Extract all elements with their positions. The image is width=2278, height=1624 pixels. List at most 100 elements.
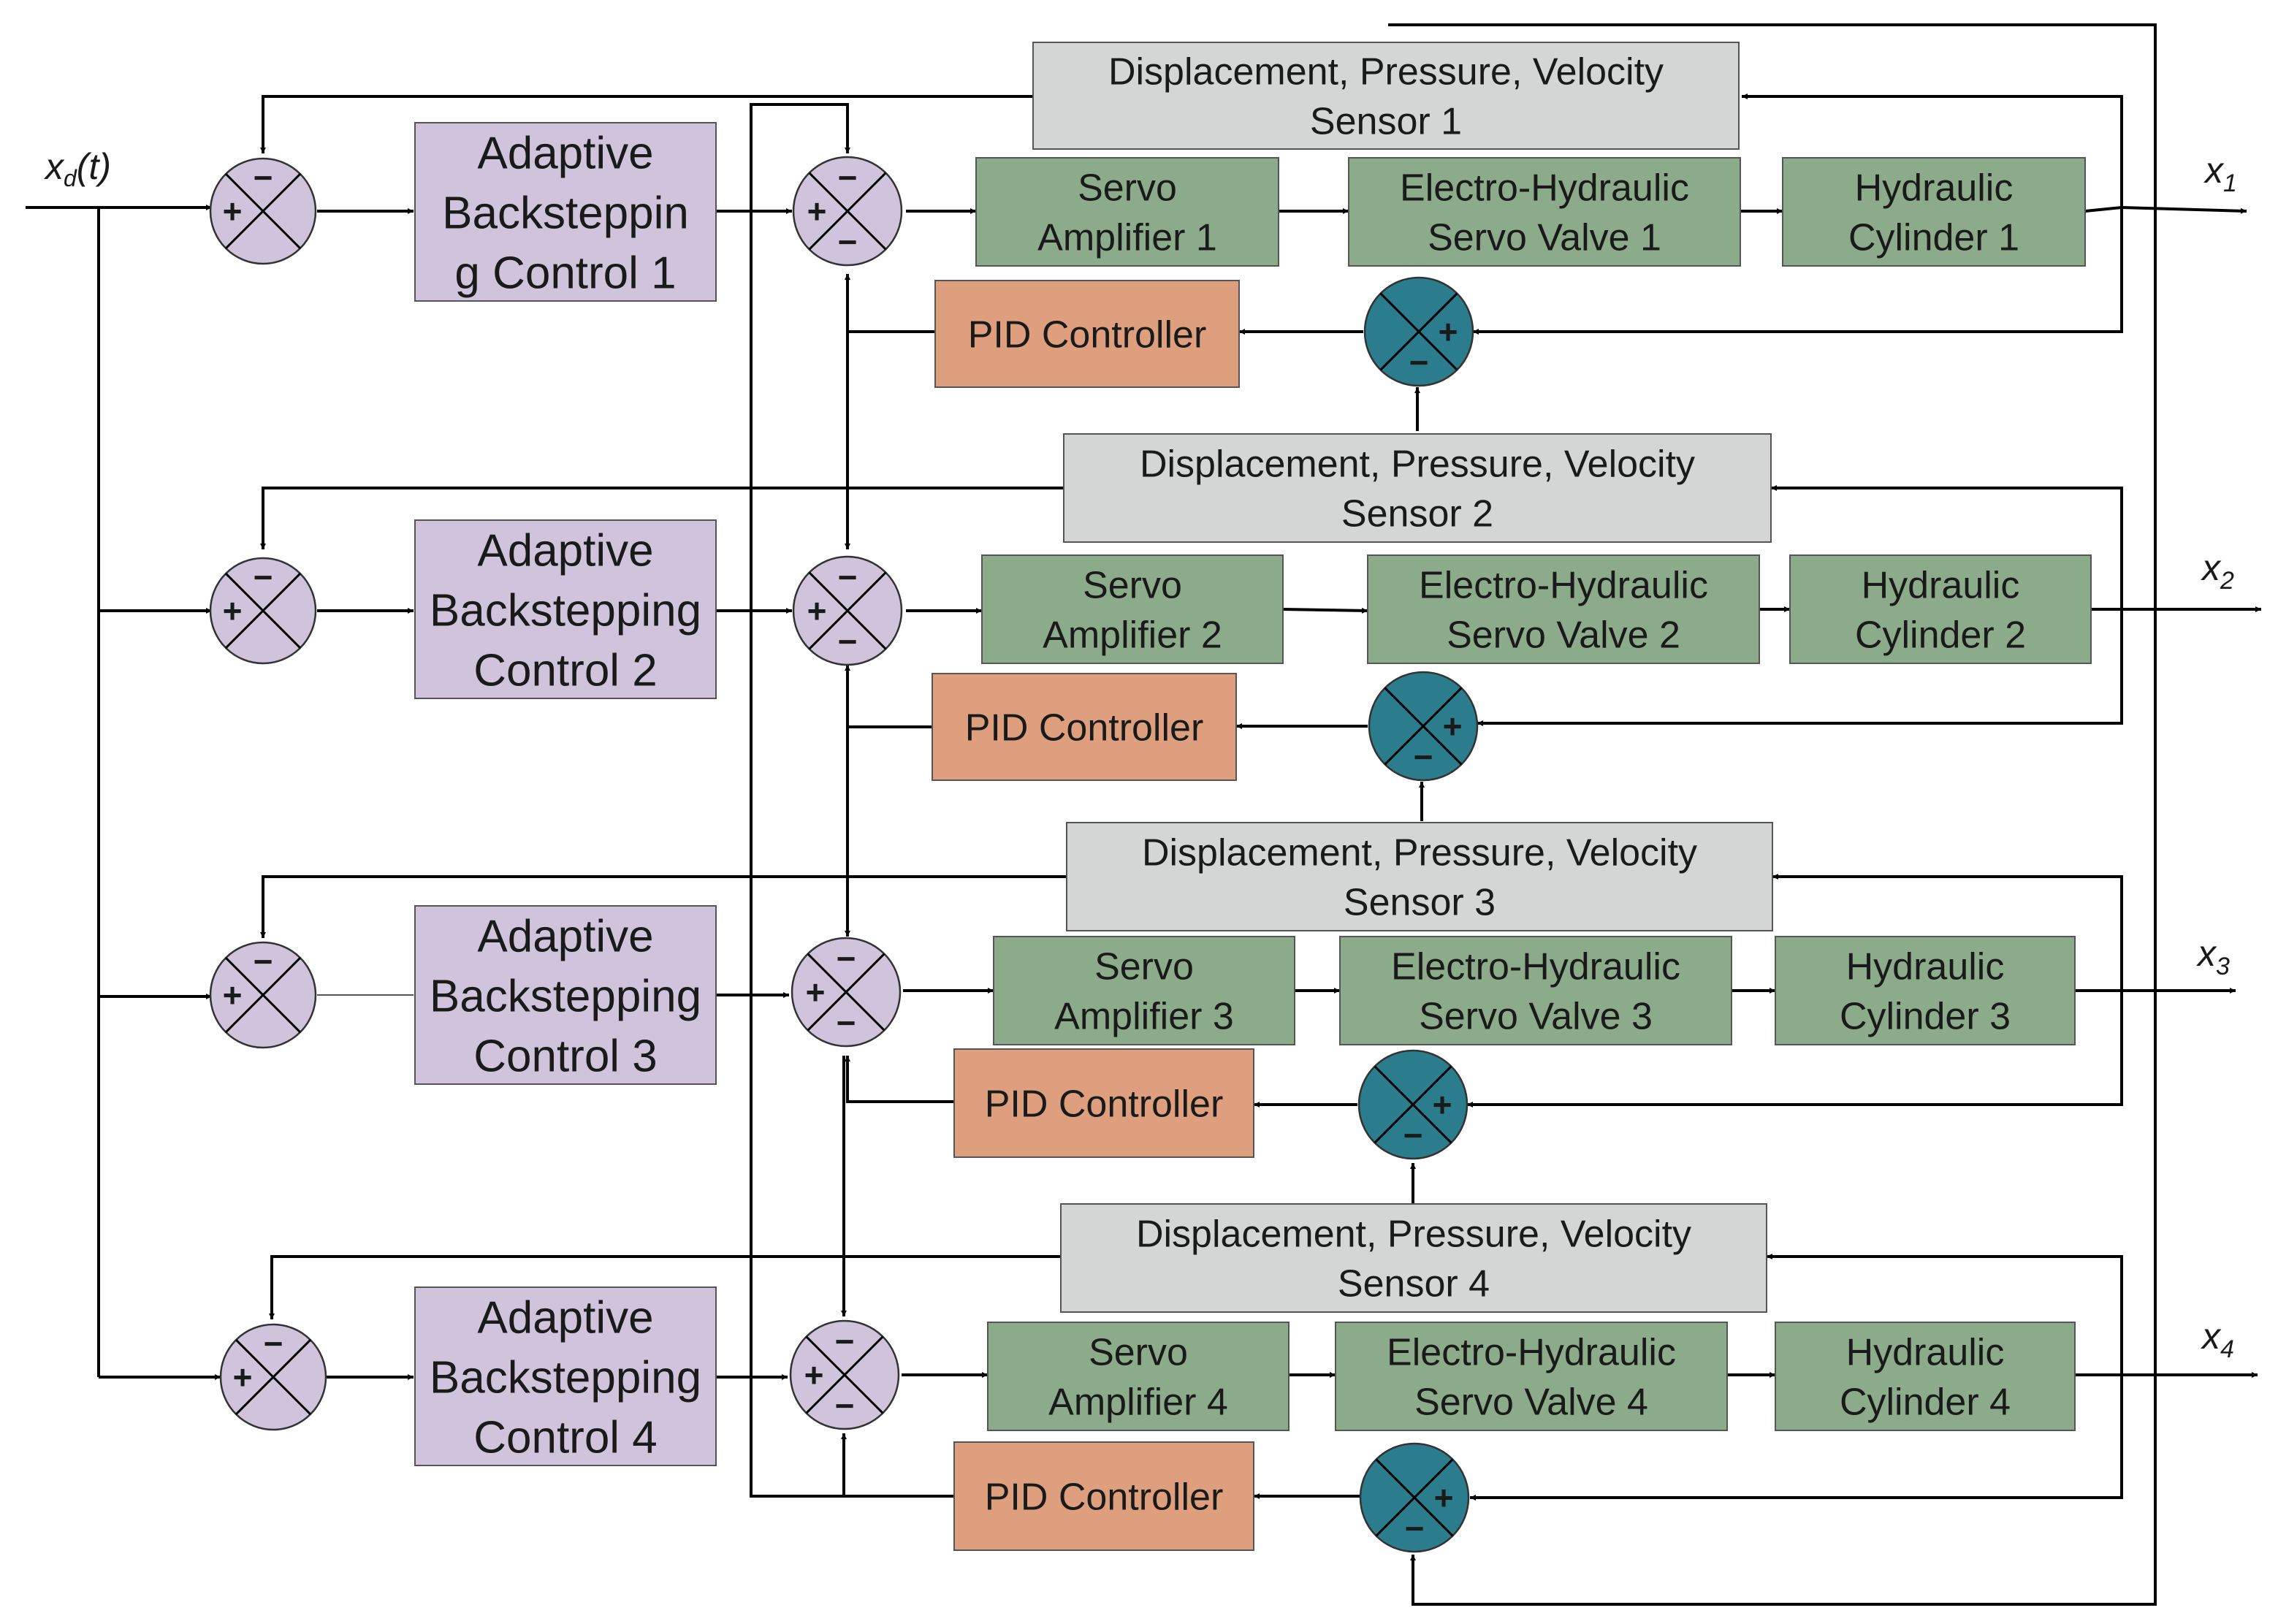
servo-valve-block-1-label-line: Electro-Hydraulic: [1400, 167, 1689, 210]
pid-controller-block-1-label-line: PID Controller: [968, 314, 1207, 357]
servo-amplifier-block-3-box: [993, 936, 1295, 1045]
sum-sign: +: [233, 1358, 253, 1396]
sum-sign: −: [838, 558, 858, 596]
sum-sign: −: [837, 939, 856, 977]
sum-sign: −: [1405, 1509, 1425, 1547]
servo-valve-block-1-label-line: Servo Valve 1: [1428, 217, 1661, 259]
input-signal-label: xd(t): [44, 146, 111, 191]
servo-valve-block-2-label-line: Electro-Hydraulic: [1419, 565, 1708, 607]
controller-block-2-box: [414, 519, 717, 699]
hydraulic-cylinder-block-4-box: [1775, 1322, 2076, 1431]
pid-controller-block-1: PID Controller: [934, 280, 1240, 388]
inner-summing-junction-4: −+−: [789, 1319, 900, 1430]
servo-valve-block-4-box: [1335, 1322, 1728, 1431]
servo-amplifier-block-4-box: [987, 1322, 1290, 1431]
sensor-block-1-label-line: Sensor 1: [1310, 101, 1462, 143]
pid-controller-block-2-box: [932, 673, 1237, 781]
hydraulic-cylinder-block-2-label-line: Cylinder 2: [1855, 614, 2026, 657]
pid-controller-block-3: PID Controller: [953, 1048, 1254, 1158]
sensor-block-3-label-line: Sensor 3: [1344, 882, 1496, 924]
sum-sign: +: [807, 192, 827, 230]
pid-controller-block-4: PID Controller: [953, 1441, 1254, 1551]
output-label-2: x2: [2201, 547, 2234, 595]
sum-sign: −: [835, 1322, 855, 1360]
controller-block-3-label-line: Control 3: [473, 1031, 658, 1081]
controller-block-3-label-line: Backstepping: [430, 971, 701, 1021]
controller-block-3-label-line: Adaptive: [477, 911, 653, 961]
sum-sign: +: [804, 1356, 824, 1394]
sum-sign: −: [837, 1004, 856, 1042]
output-label-1: x1: [2203, 150, 2237, 197]
sensor-block-1-label-line: Displacement, Pressure, Velocity: [1108, 51, 1664, 94]
outer-summing-junction-2: −+: [209, 557, 317, 665]
servo-valve-block-3-box: [1339, 936, 1732, 1045]
pid-controller-block-3-box: [953, 1048, 1254, 1158]
controller-block-4-label-line: Backstepping: [430, 1352, 701, 1403]
hydraulic-cylinder-block-3-box: [1775, 936, 2076, 1045]
output-label-4: x4: [2201, 1316, 2234, 1363]
hydraulic-cylinder-block-1-label-line: Hydraulic: [1855, 167, 2014, 210]
sum-sign: −: [254, 558, 273, 596]
sum-sign: −: [254, 159, 273, 197]
servo-valve-block-3-label-line: Electro-Hydraulic: [1391, 946, 1680, 988]
sensor-block-2-label-line: Sensor 2: [1341, 493, 1493, 535]
sensor-block-3-label-line: Displacement, Pressure, Velocity: [1142, 832, 1697, 874]
pid-controller-block-4-box: [953, 1441, 1254, 1551]
servo-valve-block-4-label-line: Electro-Hydraulic: [1387, 1332, 1676, 1374]
sum-sign: +: [223, 976, 243, 1014]
sensor-block-4-label-line: Sensor 4: [1338, 1263, 1490, 1305]
controller-block-4-box: [414, 1286, 717, 1466]
hydraulic-cylinder-block-4-label-line: Cylinder 4: [1840, 1381, 2011, 1424]
sum-sign: −: [838, 159, 858, 197]
sum-sign: −: [838, 223, 858, 261]
sum-sign: +: [806, 973, 826, 1011]
hydraulic-cylinder-block-3-label-line: Hydraulic: [1846, 946, 2005, 988]
pid-controller-block-3-label-line: PID Controller: [985, 1083, 1224, 1126]
io-labels: xd(t) x1 x2 x3 x4: [44, 146, 2237, 1363]
sensor-block-4-box: [1060, 1203, 1767, 1313]
feedback-summing-junction-4: +−: [1359, 1442, 1470, 1553]
sensor-block-2-box: [1063, 433, 1772, 543]
output-label-3: x3: [2196, 933, 2230, 980]
sum-sign: +: [807, 592, 827, 630]
sum-sign: −: [1409, 343, 1429, 381]
outer-summing-junction-4: −+: [219, 1323, 327, 1431]
servo-amplifier-block-4-label-line: Amplifier 4: [1048, 1381, 1228, 1424]
controller-block-2-label-line: Adaptive: [477, 525, 653, 576]
servo-amplifier-block-1-label-line: Servo: [1078, 167, 1177, 210]
outer-summing-junction-1: −+: [209, 157, 317, 265]
feedback-summing-junction-2: +−: [1368, 671, 1479, 782]
sum-sign: −: [835, 1387, 855, 1425]
outer-summing-junction-3: −+: [209, 941, 317, 1049]
servo-amplifier-block-2-label-line: Servo: [1083, 565, 1182, 607]
sum-sign: −: [838, 622, 858, 660]
pid-controller-block-2: PID Controller: [932, 673, 1237, 781]
sum-sign: +: [223, 592, 243, 630]
servo-amplifier-block-2-label-line: Amplifier 2: [1043, 614, 1222, 657]
inner-summing-junction-3: −+−: [791, 937, 902, 1048]
controller-block-1-label-line: g Control 1: [454, 248, 676, 298]
servo-amplifier-block-3-label-line: Amplifier 3: [1054, 996, 1234, 1038]
inner-summing-junction-2: −+−: [792, 555, 903, 666]
hydraulic-cylinder-block-2-label-line: Hydraulic: [1862, 565, 2020, 607]
pid-controller-block-4-label-line: PID Controller: [985, 1476, 1224, 1519]
pid-controller-block-1-box: [934, 280, 1240, 388]
sum-sign: −: [254, 942, 273, 980]
